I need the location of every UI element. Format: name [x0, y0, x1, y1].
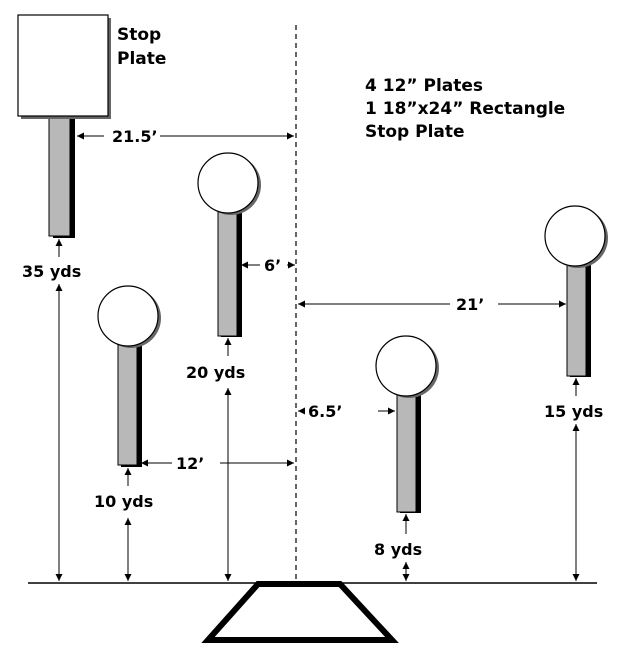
stop-plate — [17, 14, 109, 117]
stop-plate-target — [17, 14, 111, 238]
legend-line-3: Stop Plate — [365, 122, 465, 142]
legend-line-2: 1 18”x24” Rectangle — [365, 99, 565, 119]
plate-c-distance-label: 8 yds — [374, 540, 422, 559]
legend-line-1: 4 12” Plates — [365, 76, 483, 96]
plate-b-to-center-label: 12’ — [176, 454, 204, 473]
stop-plate-label-line1: Stop — [117, 25, 161, 45]
stop-to-center-label: 21.5’ — [112, 127, 158, 146]
plate-d-target — [544, 205, 608, 377]
plate-b — [97, 285, 159, 347]
distance-arrows — [55, 239, 580, 581]
plate-a-to-center-label: 6’ — [264, 256, 281, 275]
plate-d-distance-label: 15 yds — [544, 402, 603, 421]
plate-c — [375, 335, 437, 397]
plate-c-to-center-label: 6.5’ — [308, 402, 342, 421]
stop-plate-post — [48, 116, 71, 237]
plate-a-post — [217, 211, 238, 337]
plate-a-target — [197, 152, 261, 337]
plate-b-target — [97, 285, 161, 467]
plate-d — [544, 205, 606, 267]
plate-b-post — [117, 342, 138, 466]
shooting-box — [201, 581, 399, 643]
plate-b-distance-label: 10 yds — [94, 492, 153, 511]
stop-plate-distance-label: 35 yds — [22, 262, 81, 281]
lateral-arrows — [77, 132, 566, 467]
stop-plate-label-line2: Plate — [117, 49, 166, 69]
plate-c-post — [396, 391, 417, 513]
plate-a — [197, 152, 259, 214]
plate-c-target — [375, 335, 439, 513]
plate-a-distance-label: 20 yds — [186, 363, 245, 382]
plate-d-post — [566, 260, 587, 377]
plate-d-to-center-label: 21’ — [456, 295, 484, 314]
